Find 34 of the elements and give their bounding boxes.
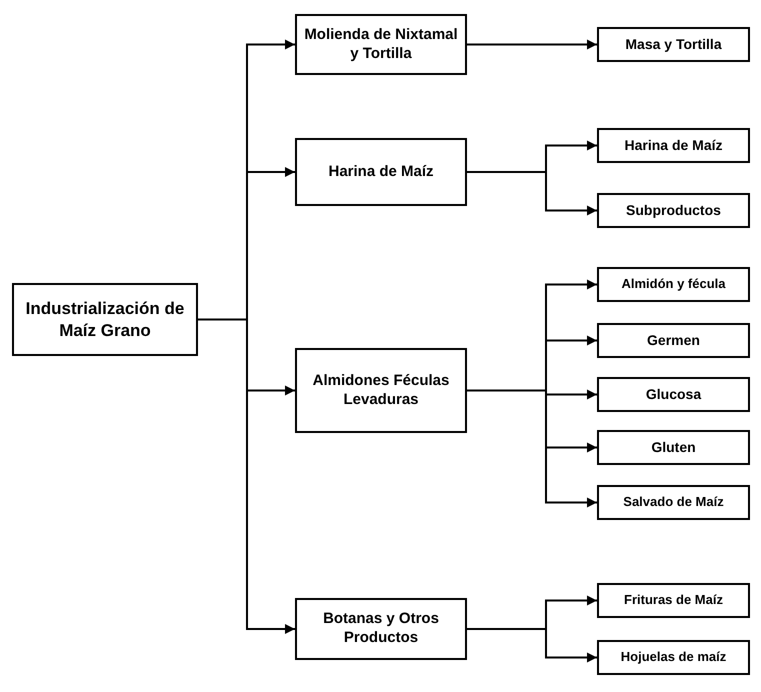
box-label: Harina de Maíz <box>624 136 723 154</box>
process-box <box>597 267 750 302</box>
process-box <box>597 323 750 358</box>
process-box <box>597 430 750 465</box>
process-box <box>597 128 750 163</box>
arrow <box>467 628 597 662</box>
process-box <box>295 598 467 660</box>
box-label: Industrialización de Maíz Grano <box>24 298 186 341</box>
process-box <box>597 485 750 520</box>
process-box <box>597 640 750 675</box>
box-label: Masa y Tortilla <box>625 36 722 54</box>
process-box <box>295 138 467 206</box>
process-box <box>597 193 750 228</box>
box-label: Harina de Maíz <box>328 162 434 182</box>
process-box <box>597 27 750 62</box>
arrow <box>467 390 597 508</box>
process-box <box>295 14 467 75</box>
box-label: Gluten <box>651 438 696 456</box>
process-box <box>597 583 750 618</box>
arrow <box>198 318 295 634</box>
arrow <box>467 40 597 50</box>
process-box <box>12 283 198 356</box>
box-label: Molienda de Nixtamal y Tortilla <box>303 26 459 64</box>
process-box <box>295 348 467 433</box>
box-label: Almidones Féculas Levaduras <box>312 372 450 410</box>
box-label: Hojuelas de maíz <box>620 649 726 666</box>
box-label: Almidón y fécula <box>621 276 726 293</box>
box-label: Botanas y Otros Productos <box>322 610 440 648</box>
box-label: Glucosa <box>646 386 702 404</box>
process-box <box>597 377 750 412</box>
box-label: Germen <box>647 332 700 350</box>
box-label: Salvado de Maíz <box>623 494 724 511</box>
box-label: Subproductos <box>626 202 721 220</box>
box-label: Frituras de Maíz <box>624 592 723 609</box>
